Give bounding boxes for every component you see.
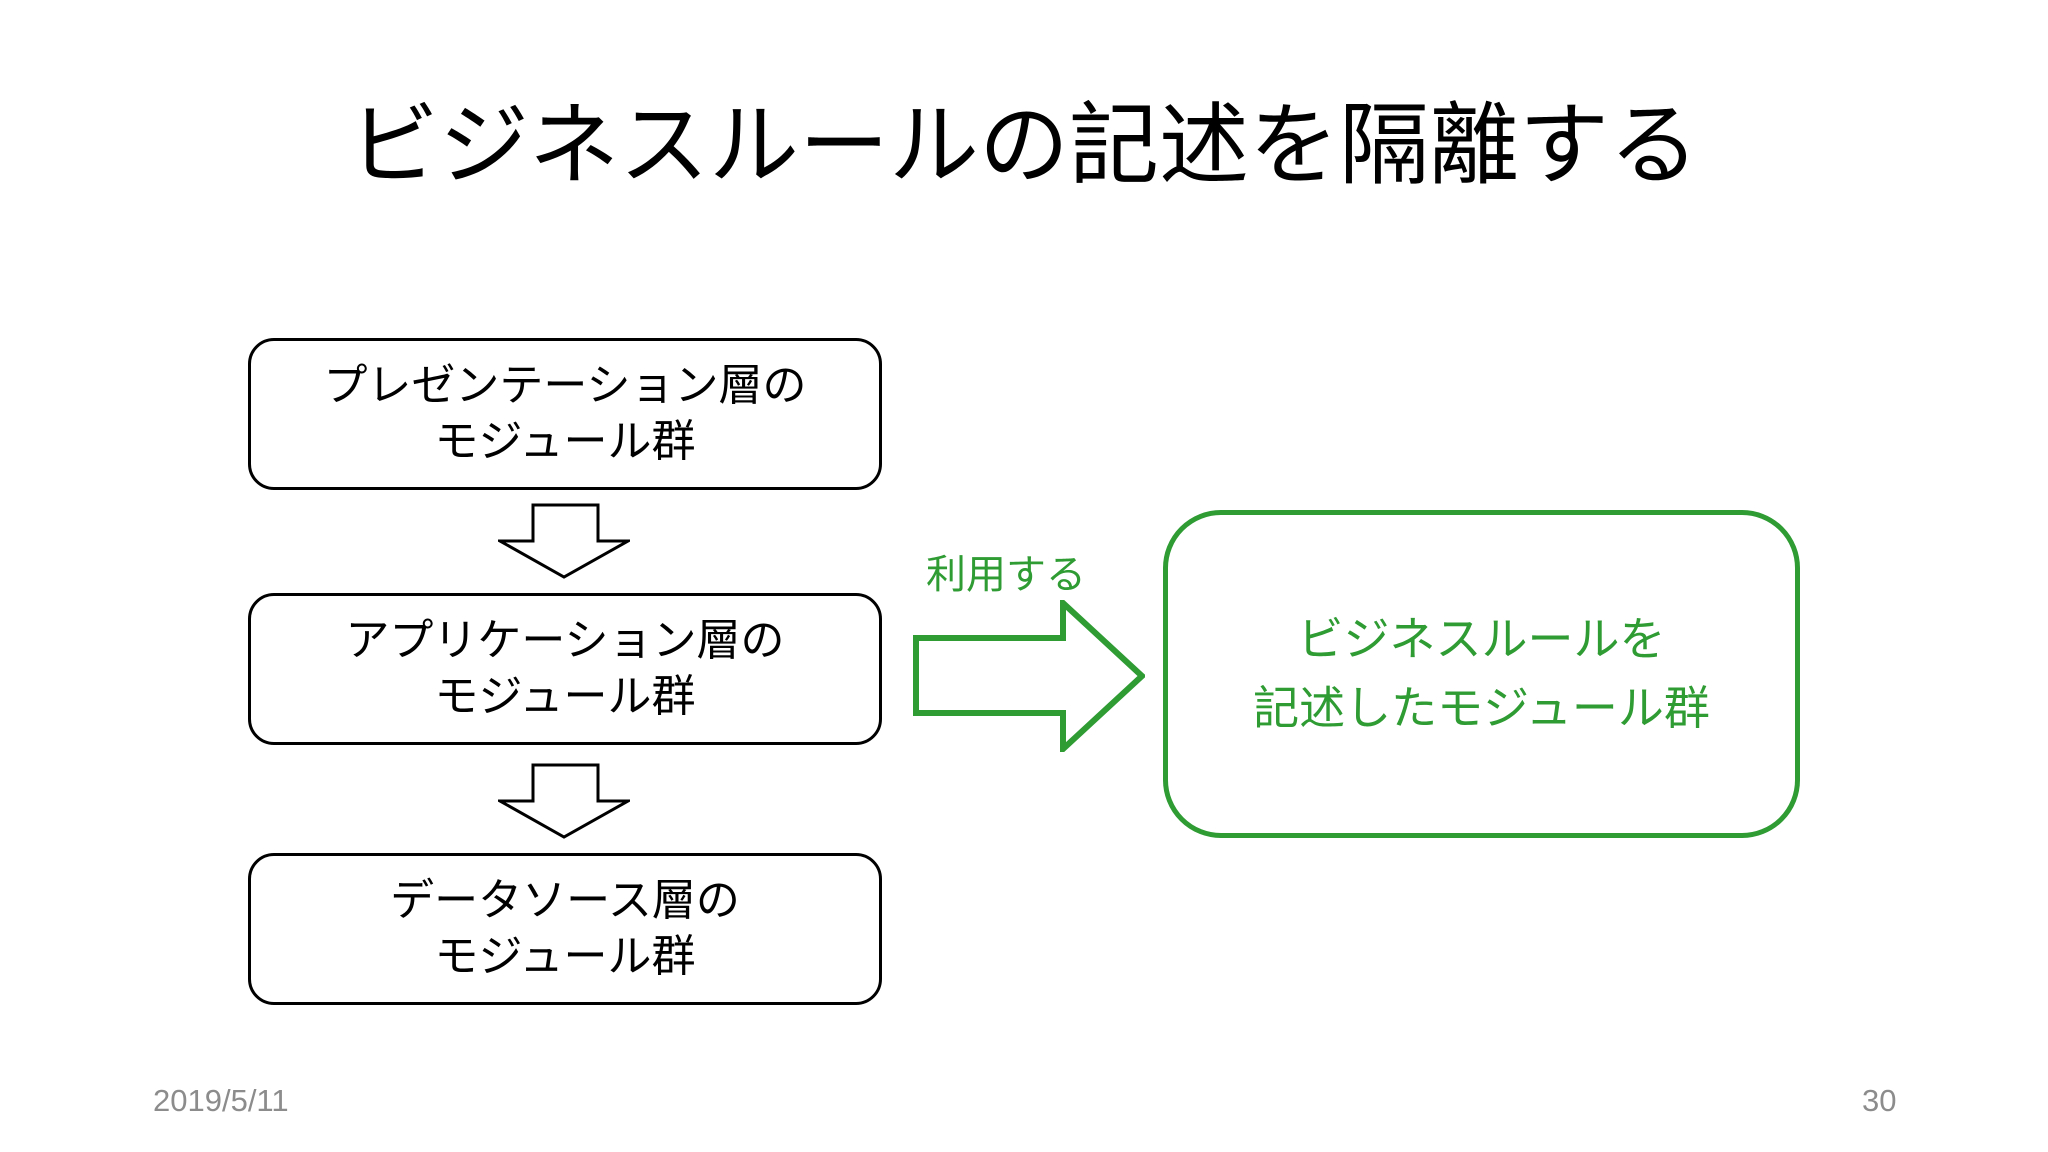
presentation-layer-line1: プレゼンテーション層の: [323, 360, 807, 410]
presentation-layer-line2: モジュール群: [434, 417, 696, 466]
down-block-arrow-icon: [498, 763, 630, 839]
slide-title: ビジネスルールの記述を隔離する: [349, 96, 1699, 196]
page-number: 30: [1862, 1083, 1897, 1118]
datasource-layer-line1: データソース層の: [390, 875, 740, 925]
presentation-layer-box: プレゼンテーション層の モジュール群: [248, 338, 882, 490]
down-block-arrow-icon: [498, 503, 630, 579]
business-rule-line2: 記述したモジュール群: [1253, 682, 1710, 734]
use-arrow-label: 利用する: [926, 553, 1086, 597]
datasource-layer-box: データソース層の モジュール群: [248, 853, 882, 1005]
application-layer-line1: アプリケーション層の: [345, 615, 785, 665]
footer-date: 2019/5/11: [153, 1083, 289, 1118]
datasource-layer-line2: モジュール群: [434, 932, 696, 981]
business-rule-line1: ビジネスルールを: [1297, 613, 1666, 665]
application-layer-box: アプリケーション層の モジュール群: [248, 593, 882, 745]
business-rule-box: ビジネスルールを 記述したモジュール群: [1163, 510, 1800, 838]
right-block-arrow-icon: [913, 600, 1145, 752]
application-layer-line2: モジュール群: [434, 672, 696, 721]
